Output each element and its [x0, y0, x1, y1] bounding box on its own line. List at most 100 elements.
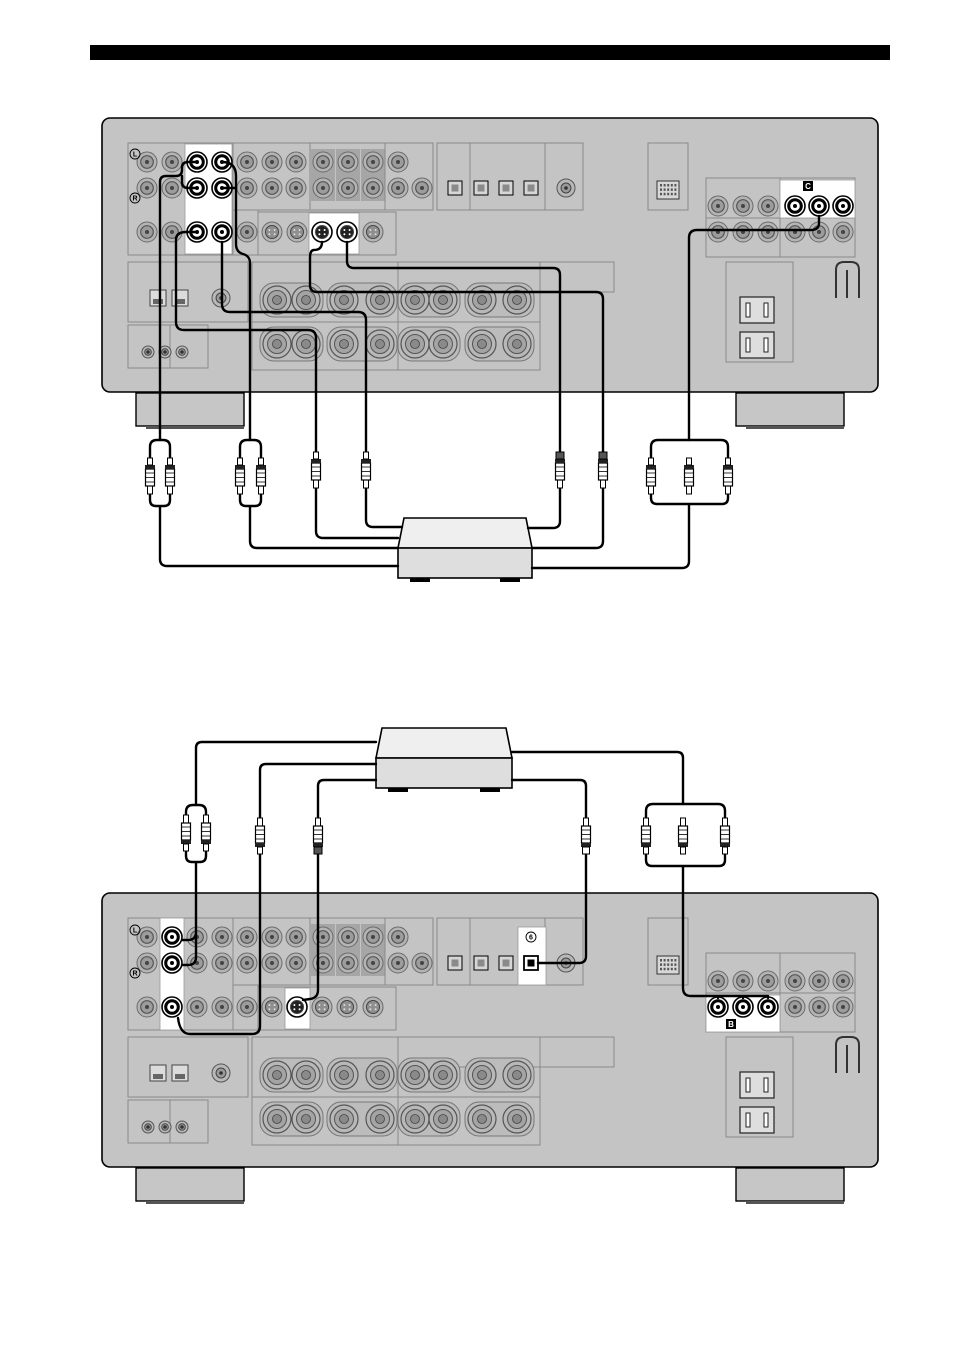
right-channel-label: R — [132, 971, 137, 978]
rca-jack — [758, 222, 778, 242]
jack-pin — [369, 1008, 371, 1010]
audio-cable-a-device — [150, 494, 398, 566]
outlet-slot — [764, 303, 768, 317]
jack-pin — [270, 160, 274, 164]
jack-pin — [245, 186, 249, 190]
rca-jack — [363, 152, 383, 172]
rca-jack — [237, 953, 257, 973]
post-hole — [411, 340, 420, 349]
post-hole — [411, 296, 420, 305]
rca-jack — [388, 178, 408, 198]
plug-strain-relief — [687, 486, 692, 494]
rca-jack — [338, 927, 358, 947]
jack-pin — [318, 1008, 320, 1010]
plug-tip — [314, 847, 322, 854]
jack-pin — [293, 1008, 295, 1010]
spring-terminal — [172, 1065, 188, 1081]
coaxial-jack — [142, 346, 154, 358]
rca-jack — [809, 997, 829, 1017]
component-badge: B — [728, 1020, 734, 1029]
speaker-binding-post — [292, 286, 320, 314]
plug-collar — [684, 465, 694, 469]
rca-jack — [313, 152, 333, 172]
jack-pin — [294, 935, 298, 939]
plug-tip — [644, 847, 649, 854]
jack-pin — [321, 961, 325, 965]
jack-pin — [220, 1005, 224, 1009]
jack-pin — [294, 160, 298, 164]
speaker-binding-post — [292, 1105, 320, 1133]
jack-pin — [170, 935, 174, 939]
jack-pin — [716, 204, 720, 208]
audio-cable-b-device — [240, 494, 398, 548]
plug-tip — [314, 452, 319, 459]
rca-jack — [708, 971, 728, 991]
jack-pin — [145, 1005, 149, 1009]
jack-pin — [766, 204, 770, 208]
plug-tip — [726, 458, 731, 465]
rca-jack-connected — [809, 196, 829, 216]
rca-jack — [286, 927, 306, 947]
plug-tip — [238, 458, 243, 465]
post-hole — [340, 340, 349, 349]
jack-pin — [375, 1008, 377, 1010]
optical-jack — [524, 181, 538, 195]
terminal-clip — [175, 1074, 185, 1079]
plug-collar — [235, 465, 245, 469]
jack-pin — [841, 979, 845, 983]
spring-terminal — [150, 290, 166, 306]
jack-pin — [766, 1005, 770, 1009]
rca-jack — [388, 927, 408, 947]
ac-outlet — [740, 297, 774, 323]
rca-jack — [137, 953, 157, 973]
jack-pin — [220, 961, 224, 965]
jack-pin — [294, 961, 298, 965]
rca-jack — [313, 927, 333, 947]
outlet-slot — [764, 1113, 768, 1127]
speaker-binding-post — [263, 330, 291, 358]
speaker-binding-post — [366, 1061, 394, 1089]
s-video-plug — [598, 452, 608, 488]
jack-pin — [145, 160, 149, 164]
jack-pin — [145, 935, 149, 939]
ac-outlet — [740, 1072, 774, 1098]
jack-pin — [349, 1004, 351, 1006]
speaker-binding-post — [263, 1105, 291, 1133]
video-cable-b-device — [366, 488, 402, 527]
jack-pin — [274, 233, 276, 235]
rca-jack — [237, 222, 257, 242]
jack-pin — [369, 1004, 371, 1006]
rca-jack — [212, 953, 232, 973]
jack-pin — [293, 229, 295, 231]
component-plug — [641, 818, 651, 854]
plug-tip — [687, 458, 692, 465]
plug-strain-relief — [316, 818, 321, 826]
jack-pin — [375, 233, 377, 235]
video-player-bottom — [376, 728, 512, 792]
jack-pin — [793, 204, 797, 208]
remote-connector — [657, 956, 679, 974]
rca-jack — [733, 196, 753, 216]
jack-pin — [564, 186, 568, 190]
s-video-jack-connected — [337, 222, 357, 242]
rca-jack-connected — [785, 196, 805, 216]
connector-pin — [664, 188, 666, 191]
speaker-binding-post — [330, 286, 358, 314]
post-hole — [273, 340, 282, 349]
plug-tip — [204, 844, 209, 851]
post-hole — [478, 1115, 487, 1124]
coaxial-jack — [176, 1121, 188, 1133]
rca-jack-connected — [162, 997, 182, 1017]
rca-jack — [363, 178, 383, 198]
device-top-face — [398, 518, 532, 548]
jack-pin — [163, 350, 167, 354]
jack-pin — [396, 961, 400, 965]
jack-pin — [170, 186, 174, 190]
plug-tip — [259, 458, 264, 465]
connector-pin — [671, 193, 673, 196]
plug-strain-relief — [168, 486, 173, 494]
rca-jack — [286, 178, 306, 198]
audio-plug-left — [145, 458, 155, 494]
jack-pin — [343, 1008, 345, 1010]
connector-pin — [660, 963, 662, 966]
